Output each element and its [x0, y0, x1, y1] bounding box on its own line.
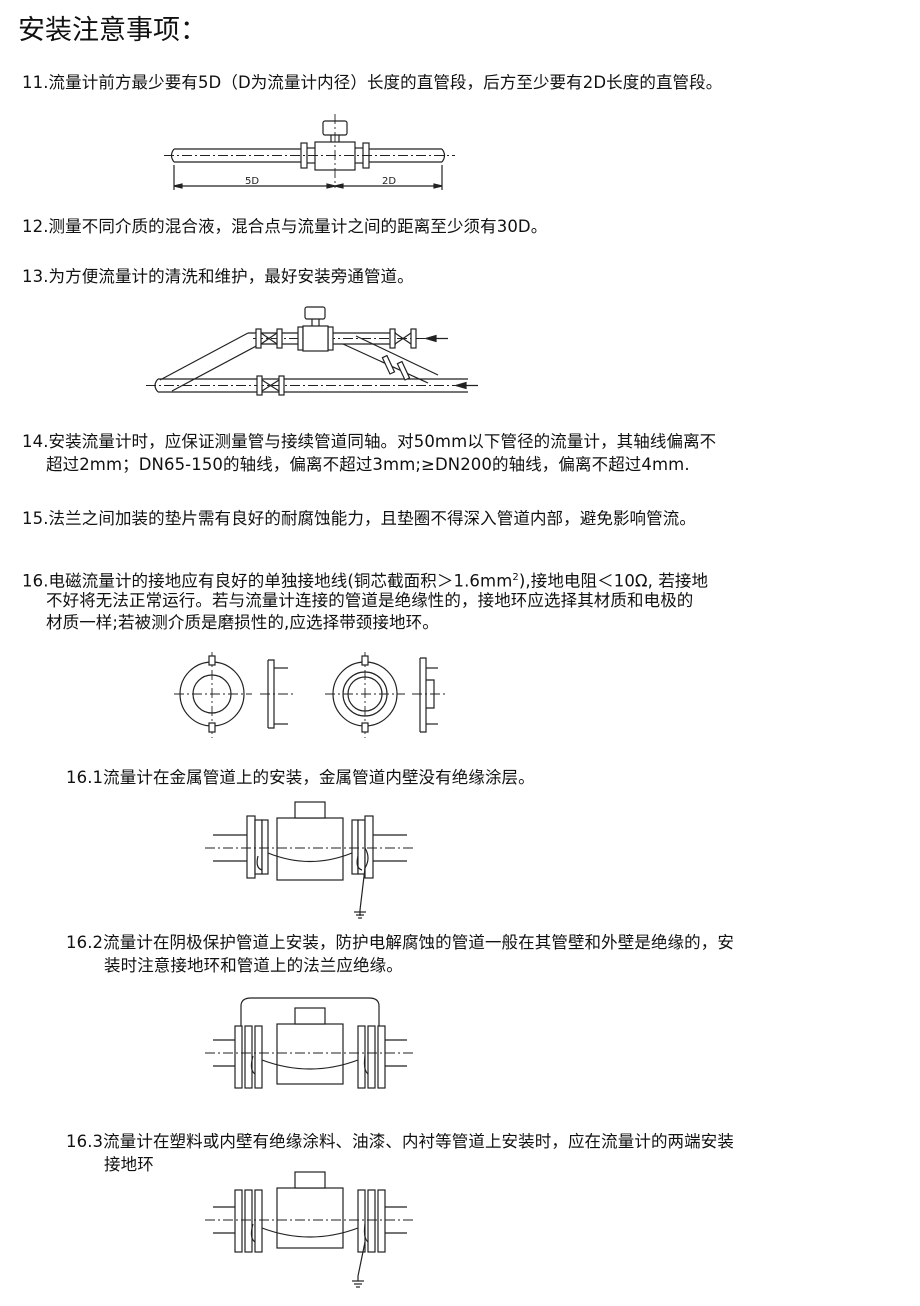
item-16-text-line1: 16.电磁流量计的接地应有良好的单独接地线(铜芯截面积＞1.6mm2),接地电阻…	[22, 567, 708, 593]
item-16-text-line2: 不好将无法正常运行。若与流量计连接的管道是绝缘性的，接地环应选择其材质和电极的	[46, 591, 694, 610]
grounding-ring-diagram	[174, 652, 446, 738]
item-14-text-line1: 14.安装流量计时，应保证测量管与接续管道同轴。对50mm以下管径的流量计，其轴…	[22, 432, 717, 451]
dimension-5d-label: 5D	[245, 176, 259, 187]
plastic-pipe-install-diagram	[205, 1171, 415, 1288]
item-12-text: 12.测量不同介质的混合液，混合点与流量计之间的距离至少须有30D。	[22, 217, 548, 236]
bypass-pipe-diagram	[146, 306, 478, 396]
item-16-2-text-line2: 装时注意接地环和管道上的法兰应绝缘。	[104, 956, 403, 975]
item-16-text-line1-b: ),接地电阻＜10Ω, 若接地	[518, 571, 709, 591]
straight-pipe-diagram: 5D 2D	[164, 114, 455, 190]
item-11-text: 11.流量计前方最少要有5D（D为流量计内径）长度的直管段，后方至少要有2D长度…	[22, 73, 723, 92]
item-16-1-text: 16.1流量计在金属管道上的安装，金属管道内壁没有绝缘涂层。	[66, 768, 535, 787]
item-16-2-text-line1: 16.2流量计在阴极保护管道上安装，防护电解腐蚀的管道一般在其管壁和外壁是绝缘的…	[66, 933, 734, 952]
item-16-3-text-line1: 16.3流量计在塑料或内壁有绝缘涂料、油漆、内衬等管道上安装时，应在流量计的两端…	[66, 1132, 734, 1151]
item-14-text-line2: 超过2mm；DN65-150的轴线，偏离不超过3mm;≥DN200的轴线，偏离不…	[46, 455, 690, 474]
item-16-3-text-line2: 接地环	[104, 1155, 154, 1174]
dimension-2d-label: 2D	[382, 176, 396, 187]
item-15-text: 15.法兰之间加装的垫片需有良好的耐腐蚀能力，且垫圈不得深入管道内部，避免影响管…	[22, 509, 696, 528]
cathodic-protection-install-diagram	[205, 997, 415, 1089]
metal-pipe-install-diagram	[205, 801, 415, 919]
item-16-text-line1-a: 16.电磁流量计的接地应有良好的单独接地线(铜芯截面积＞1.6mm	[22, 571, 513, 591]
item-16-superscript: 2	[512, 572, 519, 583]
item-16-text-line3: 材质一样;若被测介质是磨损性的,应选择带颈接地环。	[46, 613, 439, 632]
item-13-text: 13.为方便流量计的清洗和维护，最好安装旁通管道。	[22, 267, 414, 286]
page-title: 安装注意事项：	[18, 15, 207, 46]
